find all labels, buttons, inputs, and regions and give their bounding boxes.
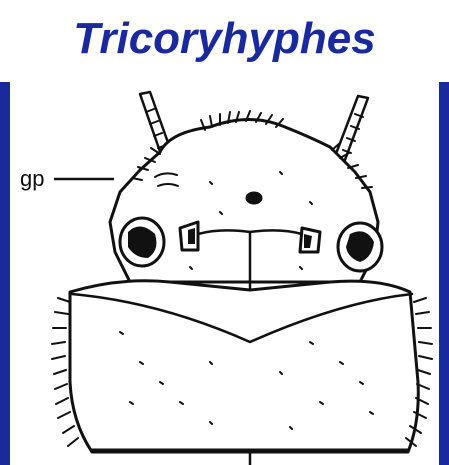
slide-title: Tricoryhyphes xyxy=(0,14,449,64)
left-lateral-ocellus xyxy=(180,222,198,250)
title-area: Tricoryhyphes xyxy=(0,0,449,82)
right-lateral-ocellus xyxy=(300,228,320,252)
left-compound-eye xyxy=(120,218,164,266)
insect-head-illustration: gp xyxy=(10,82,439,465)
right-compound-eye xyxy=(338,223,382,271)
gp-label: gp xyxy=(20,166,44,191)
gp-annotation: gp xyxy=(20,166,114,191)
pronotum xyxy=(70,281,418,452)
illustration-panel: gp xyxy=(10,82,439,465)
median-ocellus xyxy=(246,192,262,204)
